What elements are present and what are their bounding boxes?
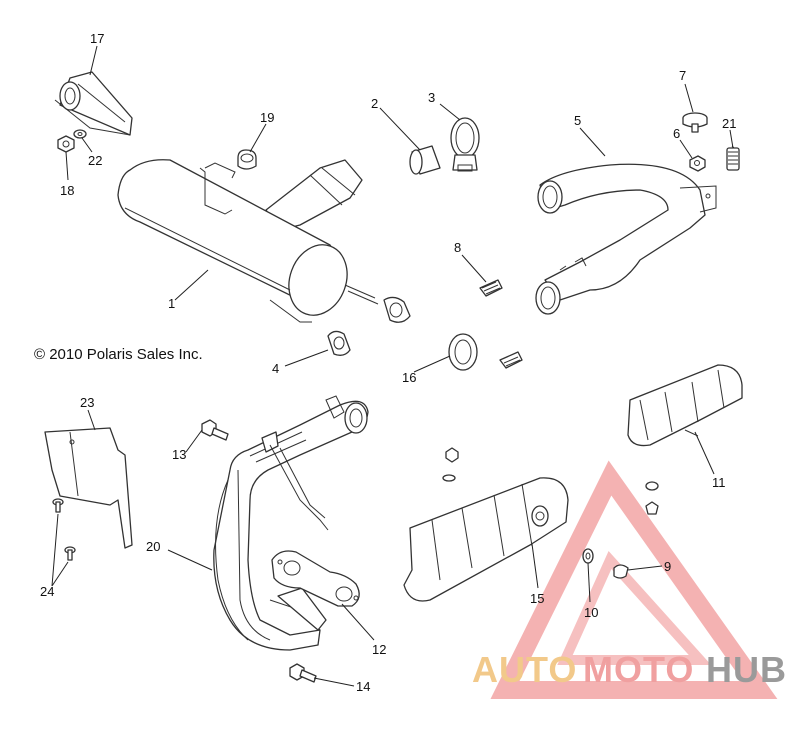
callout-13: 13 bbox=[172, 447, 186, 462]
watermark-triangle-outer bbox=[490, 460, 778, 699]
part-21-spring bbox=[726, 145, 740, 171]
callout-16: 16 bbox=[402, 370, 416, 385]
callout-7: 7 bbox=[679, 68, 686, 83]
callout-23: 23 bbox=[80, 395, 94, 410]
watermark-logo bbox=[490, 460, 778, 699]
part-5-u-pipe bbox=[535, 163, 717, 315]
part-17-spark-arrestor bbox=[54, 71, 133, 136]
copyright-notice: © 2010 Polaris Sales Inc. bbox=[34, 346, 203, 363]
part-6-nut bbox=[689, 155, 706, 172]
part-24-screws bbox=[52, 498, 76, 561]
callout-2: 2 bbox=[371, 96, 378, 111]
watermark-text: AUTO MOTO HUB bbox=[472, 649, 787, 690]
part-3-clamp bbox=[450, 117, 480, 172]
watermark-moto: MOTO bbox=[583, 649, 694, 690]
callout-18: 18 bbox=[60, 183, 74, 198]
part-2-gasket bbox=[409, 145, 441, 175]
watermark-triangle-inner bbox=[557, 550, 712, 665]
part-11-heat-shield bbox=[627, 364, 743, 447]
part-10-washer bbox=[582, 548, 594, 564]
callout-20: 20 bbox=[146, 539, 160, 554]
watermark-auto: AUTO bbox=[472, 649, 577, 690]
callout-10: 10 bbox=[584, 605, 598, 620]
watermark-hub: HUB bbox=[706, 649, 787, 690]
callout-9: 9 bbox=[664, 559, 671, 574]
callout-17: 17 bbox=[90, 31, 104, 46]
part-12-gasket-plate bbox=[271, 550, 360, 607]
part-22-washer bbox=[73, 129, 87, 139]
callout-24: 24 bbox=[40, 584, 54, 599]
part-18-bolt bbox=[57, 135, 75, 153]
part-1-muffler bbox=[117, 159, 379, 323]
isolator-extra bbox=[383, 296, 411, 323]
callout-1: 1 bbox=[168, 296, 175, 311]
callout-3: 3 bbox=[428, 90, 435, 105]
part-7-bumper bbox=[682, 112, 708, 133]
callout-12: 12 bbox=[372, 642, 386, 657]
part-9-clip bbox=[613, 564, 629, 579]
shield-bolt bbox=[442, 447, 459, 482]
washer-upper bbox=[645, 481, 659, 515]
part-16-gasket-ring bbox=[448, 333, 478, 371]
callout-19: 19 bbox=[260, 110, 274, 125]
callout-14: 14 bbox=[356, 679, 370, 694]
callout-8: 8 bbox=[454, 240, 461, 255]
part-20-header-pipe bbox=[213, 395, 369, 651]
part-13-bolt bbox=[201, 419, 229, 441]
spring-extra bbox=[499, 351, 523, 369]
callout-5: 5 bbox=[574, 113, 581, 128]
callout-21: 21 bbox=[722, 116, 736, 131]
part-4-isolator bbox=[327, 330, 351, 356]
callout-11: 11 bbox=[712, 475, 726, 490]
callout-6: 6 bbox=[673, 126, 680, 141]
part-14-bolt bbox=[289, 663, 317, 683]
callout-4: 4 bbox=[272, 361, 279, 376]
callout-22: 22 bbox=[88, 153, 102, 168]
callout-15: 15 bbox=[530, 591, 544, 606]
leader-lines bbox=[51, 45, 734, 687]
part-19-grommet bbox=[237, 149, 257, 170]
part-15-heat-shield bbox=[403, 477, 569, 602]
part-8-spring bbox=[479, 279, 503, 297]
part-23-bracket bbox=[44, 427, 133, 549]
callout-labels: 17 1 2 3 4 5 6 7 8 9 10 11 12 13 14 15 1… bbox=[40, 31, 736, 694]
